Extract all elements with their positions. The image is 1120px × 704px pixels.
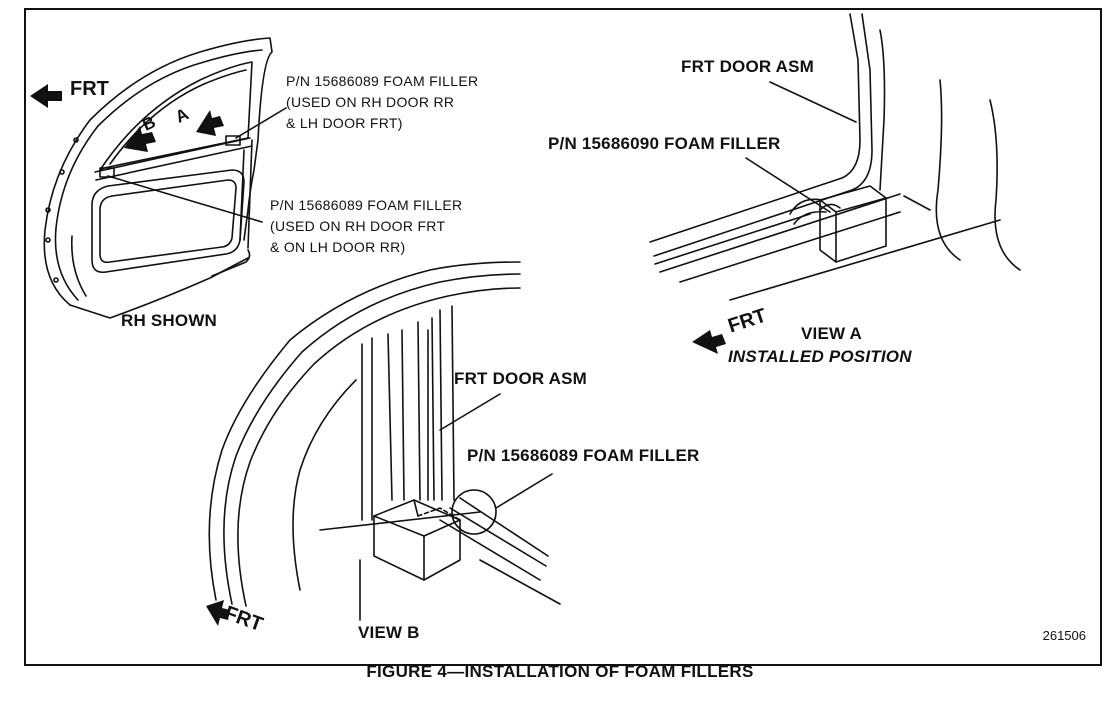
door-assembly-drawing: [43, 37, 273, 319]
figure-frame: [24, 8, 1102, 666]
figure-number: 261506: [1042, 628, 1086, 643]
figure-caption: FIGURE 4—INSTALLATION OF FOAM FILLERS: [366, 662, 754, 681]
view-a-door-label: FRT DOOR ASM: [681, 57, 815, 76]
view-b-door-leader: [439, 393, 501, 431]
door-frt-arrow: [30, 84, 62, 108]
view-b-part-leader: [495, 473, 553, 509]
callout-lower-line2: (USED ON RH DOOR FRT: [270, 218, 446, 234]
callout-upper-line1: P/N 15686089 FOAM FILLER: [286, 73, 479, 89]
view-a-drawing: [649, 13, 1021, 301]
view-b-door-label: FRT DOOR ASM: [454, 369, 588, 388]
view-a-subtitle: INSTALLED POSITION: [728, 347, 912, 366]
callout-upper-line3: & LH DOOR FRT): [286, 115, 403, 131]
view-b-drawing: [208, 261, 561, 621]
door-frt-label: FRT: [70, 78, 109, 100]
view-a-title: VIEW A: [801, 324, 863, 343]
leader-lower: [107, 175, 263, 223]
view-a-frt-arrow: [692, 330, 726, 354]
a-arrow: [196, 110, 224, 136]
view-b-title: VIEW B: [358, 623, 420, 642]
view-a-part-label: P/N 15686090 FOAM FILLER: [548, 134, 781, 153]
rh-shown-caption: RH SHOWN: [121, 311, 218, 330]
b-arrow: [124, 126, 156, 152]
view-b-part-label: P/N 15686089 FOAM FILLER: [467, 446, 700, 465]
leader-upper: [235, 107, 287, 139]
view-a-door-leader: [769, 81, 857, 123]
callout-upper-line2: (USED ON RH DOOR RR: [286, 94, 455, 110]
view-a-part-leader: [745, 157, 831, 213]
view-b-frt-arrow: [206, 600, 230, 626]
callout-lower-line1: P/N 15686089 FOAM FILLER: [270, 197, 463, 213]
callout-lower-line3: & ON LH DOOR RR): [270, 239, 406, 255]
